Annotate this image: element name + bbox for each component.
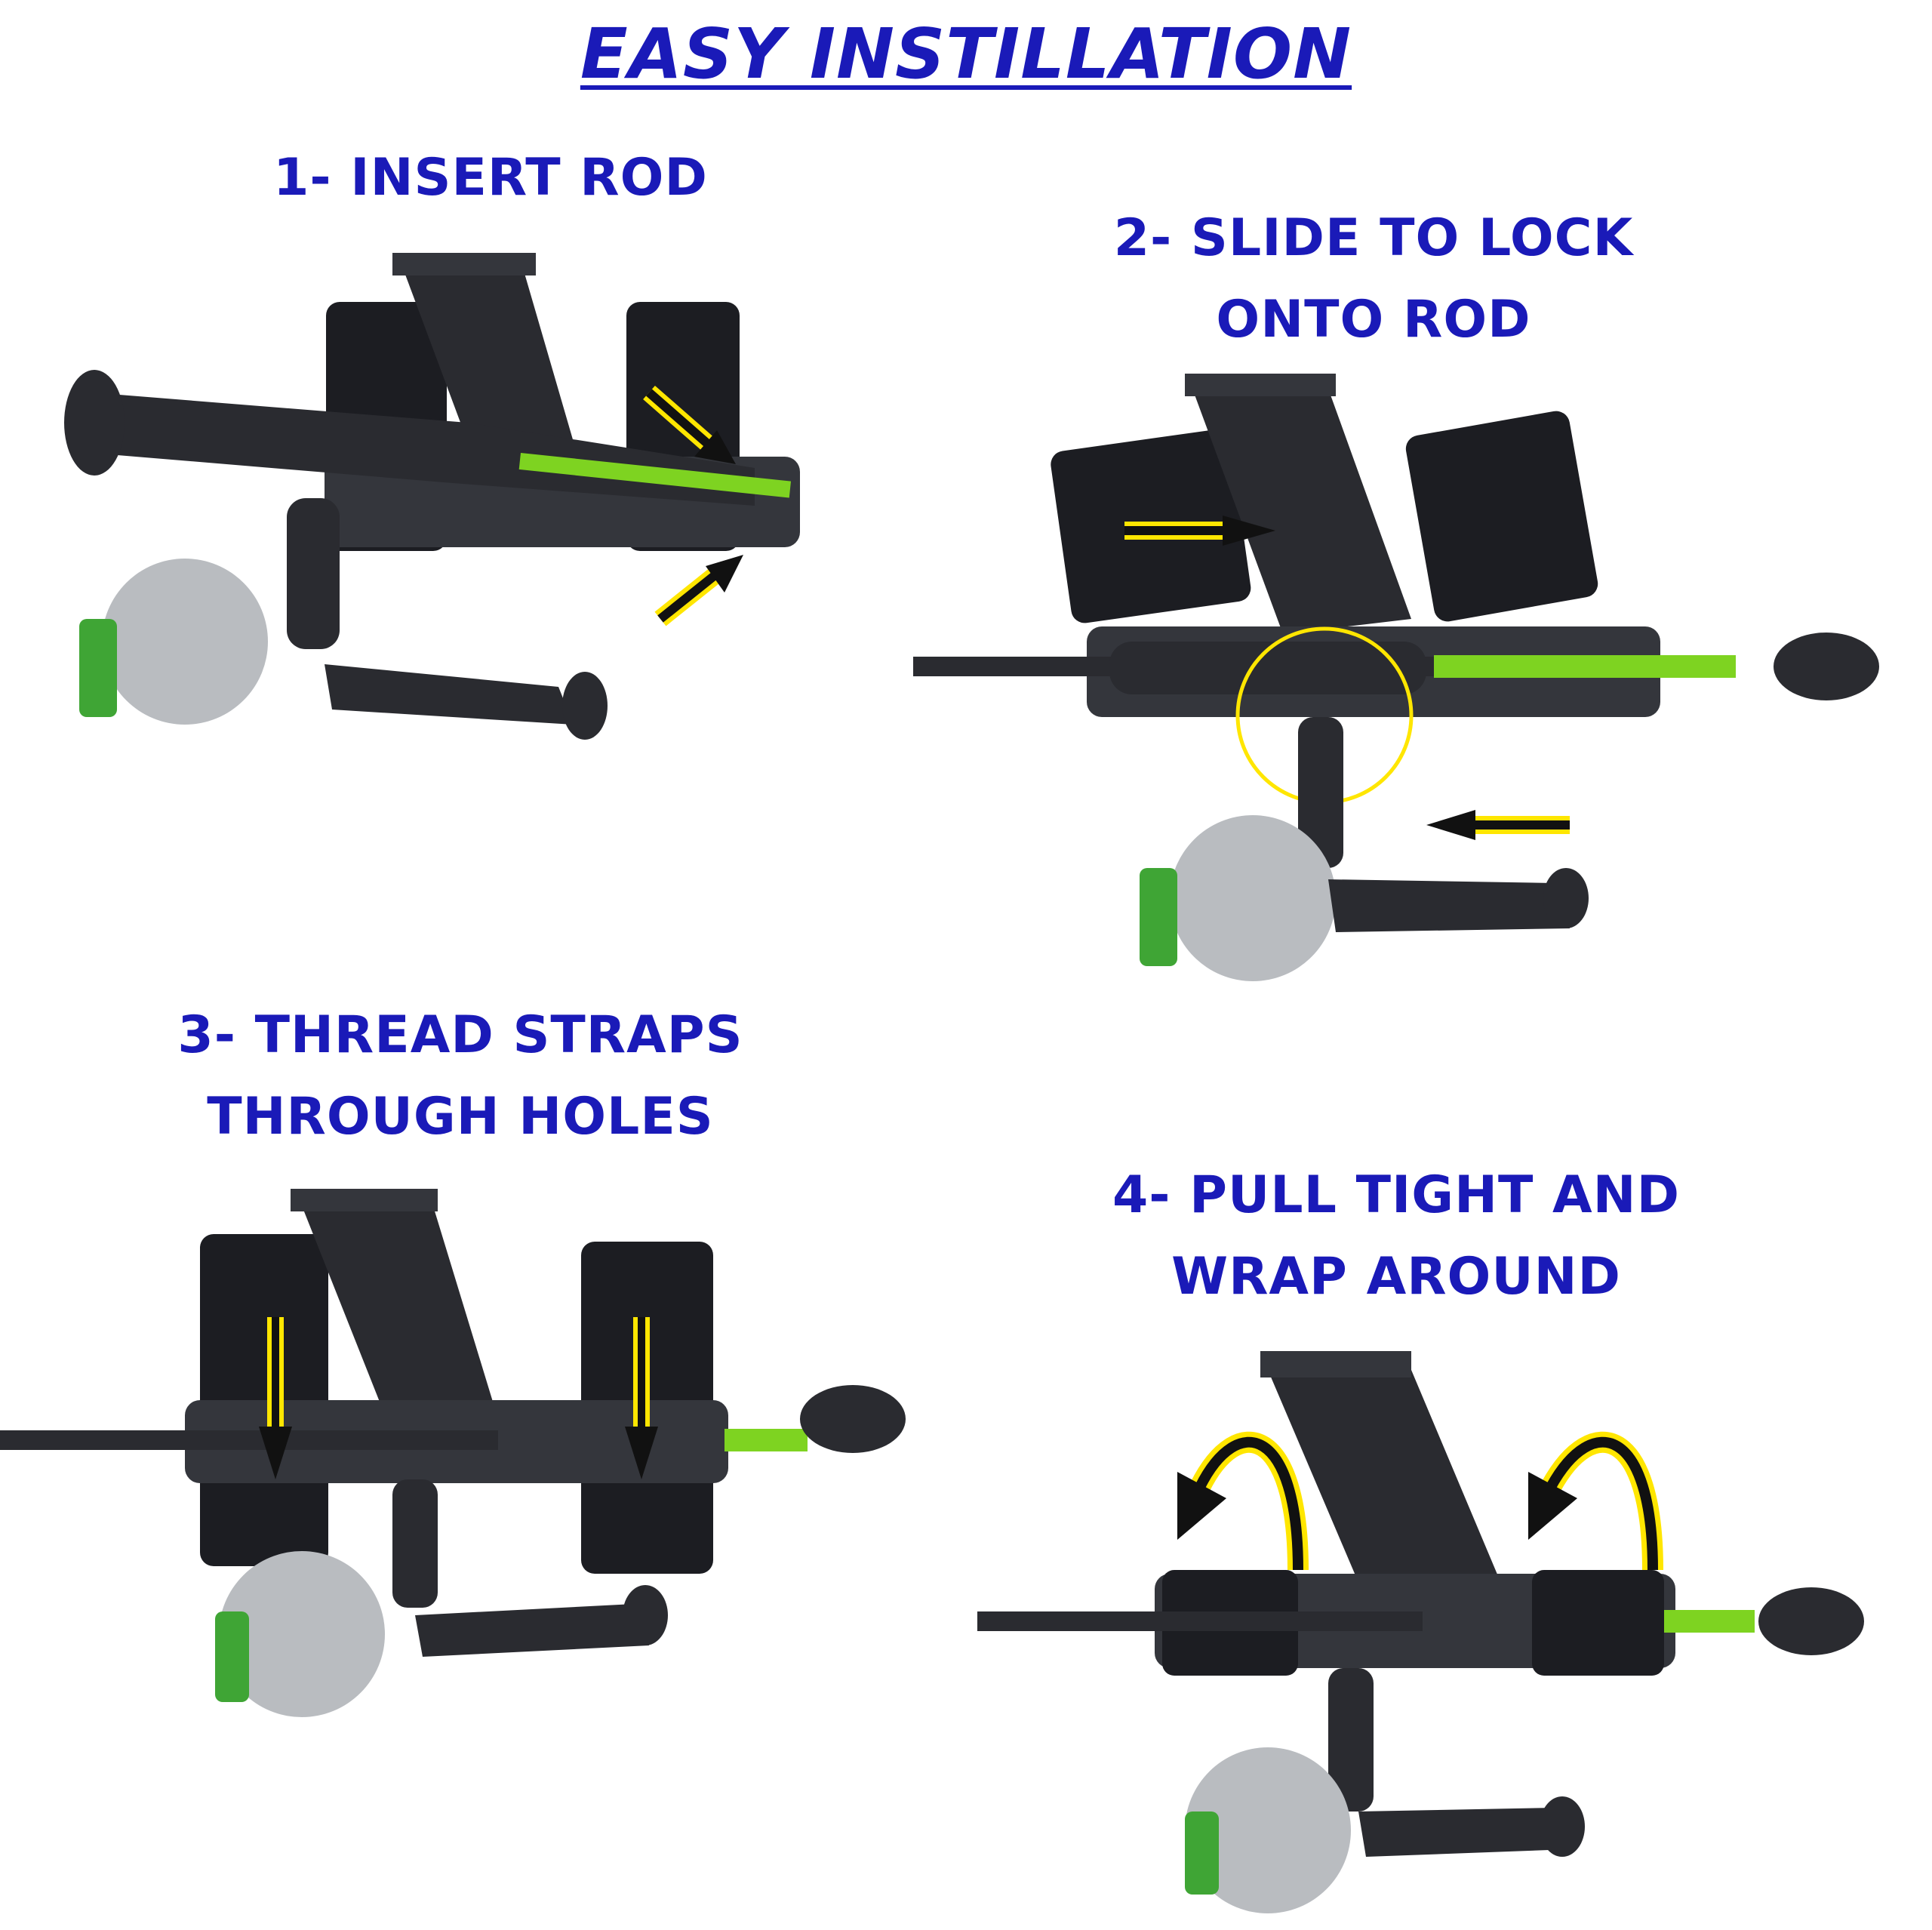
step-3-line-1: 3- THREAD STRAPS — [177, 1005, 743, 1065]
reel-cap — [1140, 868, 1177, 966]
mount-tube — [185, 1400, 728, 1483]
step-1-heading: 1- INSERT ROD — [226, 137, 755, 219]
rod-handle — [91, 392, 755, 506]
grip-handle — [1268, 1370, 1502, 1600]
reel-crank — [415, 1604, 649, 1657]
step-3-heading: 3- THREAD STRAPS THROUGH HOLES — [128, 995, 792, 1158]
rod-blank — [977, 1611, 1423, 1631]
reel-spool — [1185, 1747, 1351, 1913]
reel-stem — [1328, 1668, 1374, 1811]
arrow-icon — [1426, 810, 1570, 840]
step-1-illustration — [64, 253, 800, 740]
reel-stem — [287, 498, 340, 649]
rod-blank-green — [1664, 1610, 1755, 1633]
strap — [581, 1242, 713, 1574]
reel-spool — [1170, 815, 1336, 981]
reel-cap — [79, 619, 117, 717]
page-title: EASY INSTILLATION — [580, 14, 1352, 94]
step-2-line-2: ONTO ROD — [1216, 290, 1531, 349]
step-1-line-1: 1- INSERT ROD — [273, 148, 708, 208]
grip-handle — [1192, 389, 1411, 634]
grip-rail — [392, 253, 536, 275]
rod-blank — [518, 453, 792, 498]
mount-tube — [1087, 626, 1660, 717]
rod-blank-green — [724, 1429, 808, 1451]
step-4-line-2: WRAP AROUND — [1171, 1247, 1621, 1307]
rod-butt — [1758, 1587, 1864, 1655]
grip-rail — [1185, 374, 1336, 396]
strap — [200, 1234, 328, 1566]
rod-blank — [913, 657, 1434, 676]
step-2-illustration — [913, 374, 1879, 981]
highlight-circle-icon — [1235, 626, 1414, 805]
strap — [1405, 411, 1598, 622]
curved-arrow-icon — [1528, 1431, 1663, 1571]
grip-handle — [400, 260, 581, 483]
mount-tube — [325, 457, 800, 547]
reel-crank — [325, 664, 574, 725]
step-3-line-2: THROUGH HOLES — [207, 1087, 714, 1147]
arrow-icon — [1124, 516, 1275, 546]
reel-spool — [219, 1551, 385, 1717]
arrow-icon — [654, 555, 743, 626]
reel-spool — [102, 559, 268, 725]
strap — [1051, 429, 1251, 623]
arrow-icon — [643, 385, 736, 464]
reel-crank — [1358, 1808, 1570, 1857]
strap-wrapped — [1162, 1570, 1298, 1676]
strap-wrapped — [1532, 1570, 1664, 1676]
reel-cap — [1185, 1811, 1219, 1895]
mount-tube — [1155, 1574, 1675, 1668]
arrow-icon — [625, 1317, 658, 1479]
step-4-line-1: 4- PULL TIGHT AND — [1112, 1165, 1681, 1225]
step-2-heading: 2- SLIDE TO LOCK ONTO ROD — [1041, 198, 1706, 361]
grip-handle — [298, 1196, 498, 1434]
rod-blank — [0, 1430, 498, 1450]
arrow-icon — [259, 1317, 292, 1479]
step-4-heading: 4- PULL TIGHT AND WRAP AROUND — [1041, 1155, 1751, 1318]
step-4-illustration — [977, 1351, 1864, 1913]
reel-stem — [1298, 717, 1343, 868]
strap — [626, 302, 740, 551]
rod-blank-green — [1434, 655, 1736, 678]
rod-butt — [1774, 633, 1879, 700]
reel-crank — [1328, 879, 1570, 932]
step-3-illustration — [0, 1189, 906, 1717]
grip-rail — [1260, 1351, 1411, 1377]
curved-arrow-icon — [1177, 1431, 1309, 1571]
rod-butt — [800, 1385, 906, 1453]
strap — [326, 302, 447, 551]
reel-cap — [215, 1611, 249, 1702]
rod-handle — [1109, 642, 1426, 694]
reel-stem — [392, 1479, 438, 1608]
step-2-line-1: 2- SLIDE TO LOCK — [1113, 208, 1634, 268]
grip-rail — [291, 1189, 438, 1211]
